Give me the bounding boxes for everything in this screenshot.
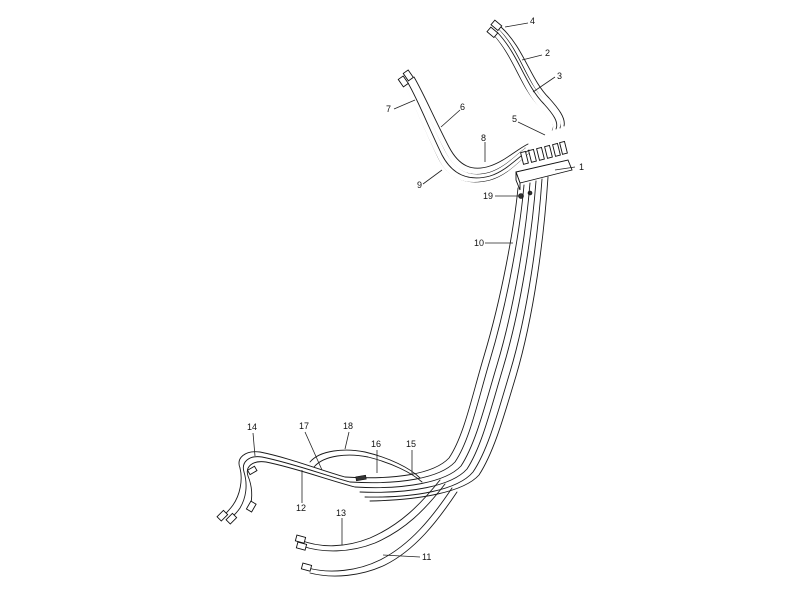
callout-2: 2 bbox=[545, 48, 550, 58]
hose-bundle-main bbox=[344, 176, 549, 502]
callout-10: 10 bbox=[474, 238, 484, 248]
callout-17: 17 bbox=[299, 421, 309, 431]
leader-lines bbox=[252, 22, 576, 558]
callout-12: 12 bbox=[296, 503, 306, 513]
callout-9: 9 bbox=[417, 180, 422, 190]
connector-icon bbox=[355, 474, 367, 482]
hose-group-lower bbox=[294, 479, 458, 577]
callout-1: 1 bbox=[579, 162, 584, 172]
callout-11: 11 bbox=[422, 552, 431, 562]
hose-group-upper-left bbox=[397, 69, 531, 183]
callout-3: 3 bbox=[557, 71, 562, 81]
callout-14: 14 bbox=[247, 422, 257, 432]
callout-8: 8 bbox=[481, 133, 486, 143]
callout-13: 13 bbox=[336, 508, 346, 518]
fitting-icon bbox=[216, 465, 258, 525]
fitting-icon bbox=[294, 534, 313, 572]
callout-5: 5 bbox=[512, 114, 517, 124]
callout-7: 7 bbox=[386, 104, 391, 114]
valve-block bbox=[515, 140, 573, 199]
fitting-icon bbox=[397, 69, 414, 88]
callout-6: 6 bbox=[460, 102, 465, 112]
callout-18: 18 bbox=[343, 421, 353, 431]
callout-16: 16 bbox=[371, 439, 381, 449]
callout-4: 4 bbox=[530, 16, 535, 26]
hose-group-lower-left bbox=[216, 449, 423, 525]
hose-group-upper-right bbox=[486, 19, 565, 131]
callout-15: 15 bbox=[406, 439, 416, 449]
callout-19: 19 bbox=[483, 191, 493, 201]
callouts: 1 2 3 4 5 6 7 8 9 10 11 12 13 14 15 16 1… bbox=[247, 16, 584, 562]
fitting-icon bbox=[486, 19, 503, 39]
